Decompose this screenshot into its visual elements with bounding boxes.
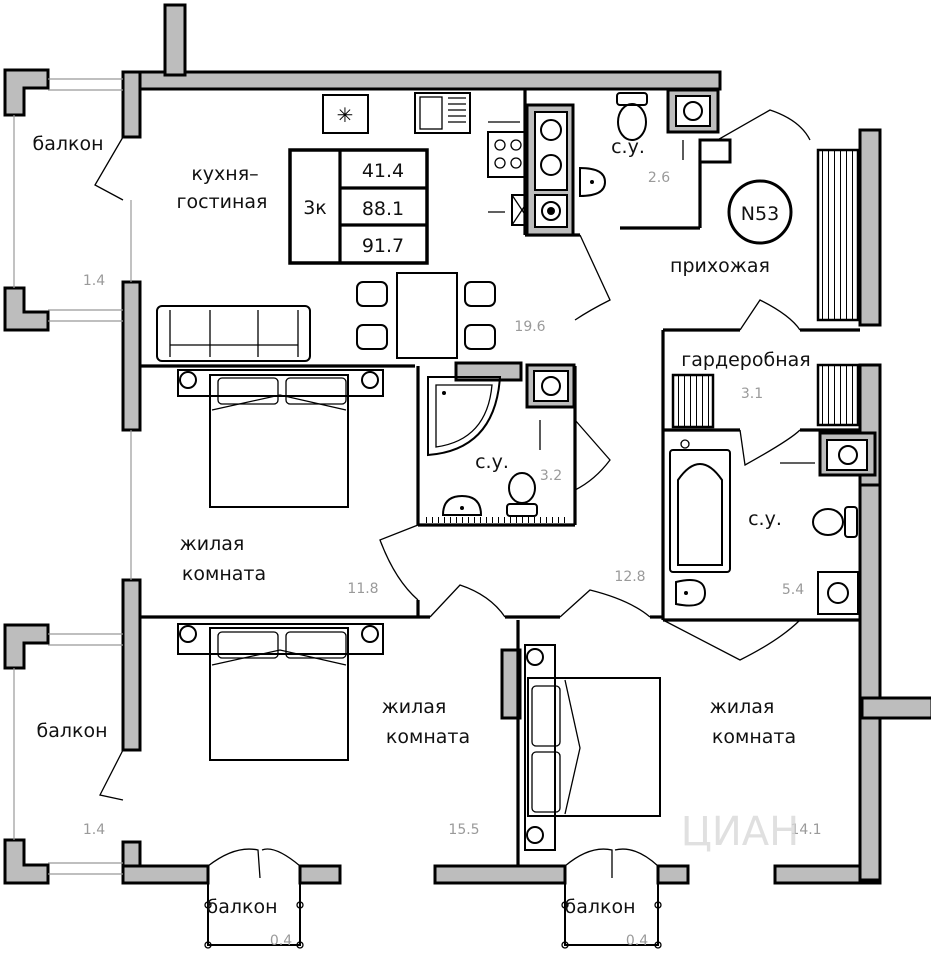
wall-bottom-4 <box>656 864 690 885</box>
wall-top-stub <box>163 3 187 77</box>
bath-right-label: с.у. <box>748 508 782 530</box>
balcony-top-left-label: балкон <box>32 133 103 155</box>
bath-right-area: 5.4 <box>782 582 804 598</box>
balcony-bottom-mid-label: балкон <box>206 896 277 918</box>
wall-right-1 <box>858 128 882 327</box>
bath-mid-label: с.у. <box>475 451 509 473</box>
bedroom1-label-2: комната <box>182 563 266 585</box>
bedroom3-label-2: комната <box>712 726 796 748</box>
wardrobe-shelf-right <box>816 363 860 427</box>
bed-room1 <box>177 369 384 508</box>
hall-label: прихожая <box>670 255 770 277</box>
balcony-bottom-right <box>561 883 662 949</box>
balcony-bottom-left-area: 1.4 <box>83 822 105 838</box>
kitchen-label-2: гостиная <box>177 191 268 213</box>
shaft-top <box>525 103 575 237</box>
watermark-logo: ЦИАН <box>681 809 799 855</box>
wall-right-3 <box>858 483 882 882</box>
balcony-bottom-left <box>3 430 132 885</box>
bedroom3-area: 14.1 <box>790 822 821 838</box>
bath-top-area: 2.6 <box>648 170 670 186</box>
balcony-top-left-area: 1.4 <box>83 273 105 289</box>
bath-mid-fixtures <box>425 363 576 523</box>
wall-bath-mid <box>454 361 523 382</box>
living-area: 41.4 <box>362 160 404 182</box>
wall-top <box>121 70 722 91</box>
kitchen-label-1: кухня– <box>191 163 258 185</box>
wall-left-1 <box>121 70 142 139</box>
unit-number: N53 <box>741 203 779 225</box>
doors <box>94 109 811 879</box>
bath-top-fixtures <box>579 88 732 198</box>
svg-text:✳: ✳ <box>337 103 354 127</box>
kitchen-equipment: ✳ <box>322 92 533 226</box>
wall-left-2 <box>121 280 142 432</box>
balcony-bottom-mid <box>204 883 304 949</box>
bedroom2-area: 15.5 <box>448 822 479 838</box>
wardrobe-shelf-left <box>671 373 715 429</box>
unit-summary-box <box>288 148 429 265</box>
wall-left-3 <box>121 578 142 752</box>
wardrobe-area: 3.1 <box>741 386 763 402</box>
exterior-walls <box>121 3 931 885</box>
bedroom3-label-1: жилая <box>710 696 775 718</box>
bedroom1-label-1: жилая <box>180 533 245 555</box>
bath-mid-area: 3.2 <box>540 468 562 484</box>
bedroom2-label-1: жилая <box>382 696 447 718</box>
sofa <box>156 305 311 362</box>
dining-set <box>356 272 496 359</box>
unit-number-badge <box>727 179 793 245</box>
stove-icon <box>487 131 529 178</box>
extractor-icon <box>322 94 369 134</box>
bath-top-label: с.у. <box>611 136 645 158</box>
hall-area: 12.8 <box>614 569 645 585</box>
wall-right-stub <box>860 696 931 720</box>
kitchen-area: 19.6 <box>514 319 545 335</box>
sink-icon <box>414 92 471 134</box>
total-area: 88.1 <box>362 198 404 220</box>
wardrobe-shelf-hall <box>816 148 860 322</box>
balcony-bottom-mid-area: 0.4 <box>270 933 292 949</box>
balcony-bottom-right-area: 0.4 <box>626 933 648 949</box>
bedroom2-label-2: комната <box>386 726 470 748</box>
total-area-with-balconies: 91.7 <box>362 235 404 257</box>
interior-walls <box>140 90 860 866</box>
bed-room3 <box>524 644 661 851</box>
balcony-bottom-right-label: балкон <box>564 896 635 918</box>
bed-room2 <box>177 623 384 761</box>
bath-right-fixtures <box>669 431 877 615</box>
wall-bottom-2 <box>298 864 342 885</box>
wall-bottom-1 <box>121 864 210 885</box>
room-count: 3к <box>303 197 327 219</box>
wall-partition <box>500 648 522 720</box>
balcony-bottom-left-label: балкон <box>36 720 107 742</box>
balcony-top-left <box>3 68 132 332</box>
wardrobe-label: гардеробная <box>681 349 810 371</box>
bedroom1-area: 11.8 <box>347 581 378 597</box>
wall-bottom-3 <box>433 864 567 885</box>
